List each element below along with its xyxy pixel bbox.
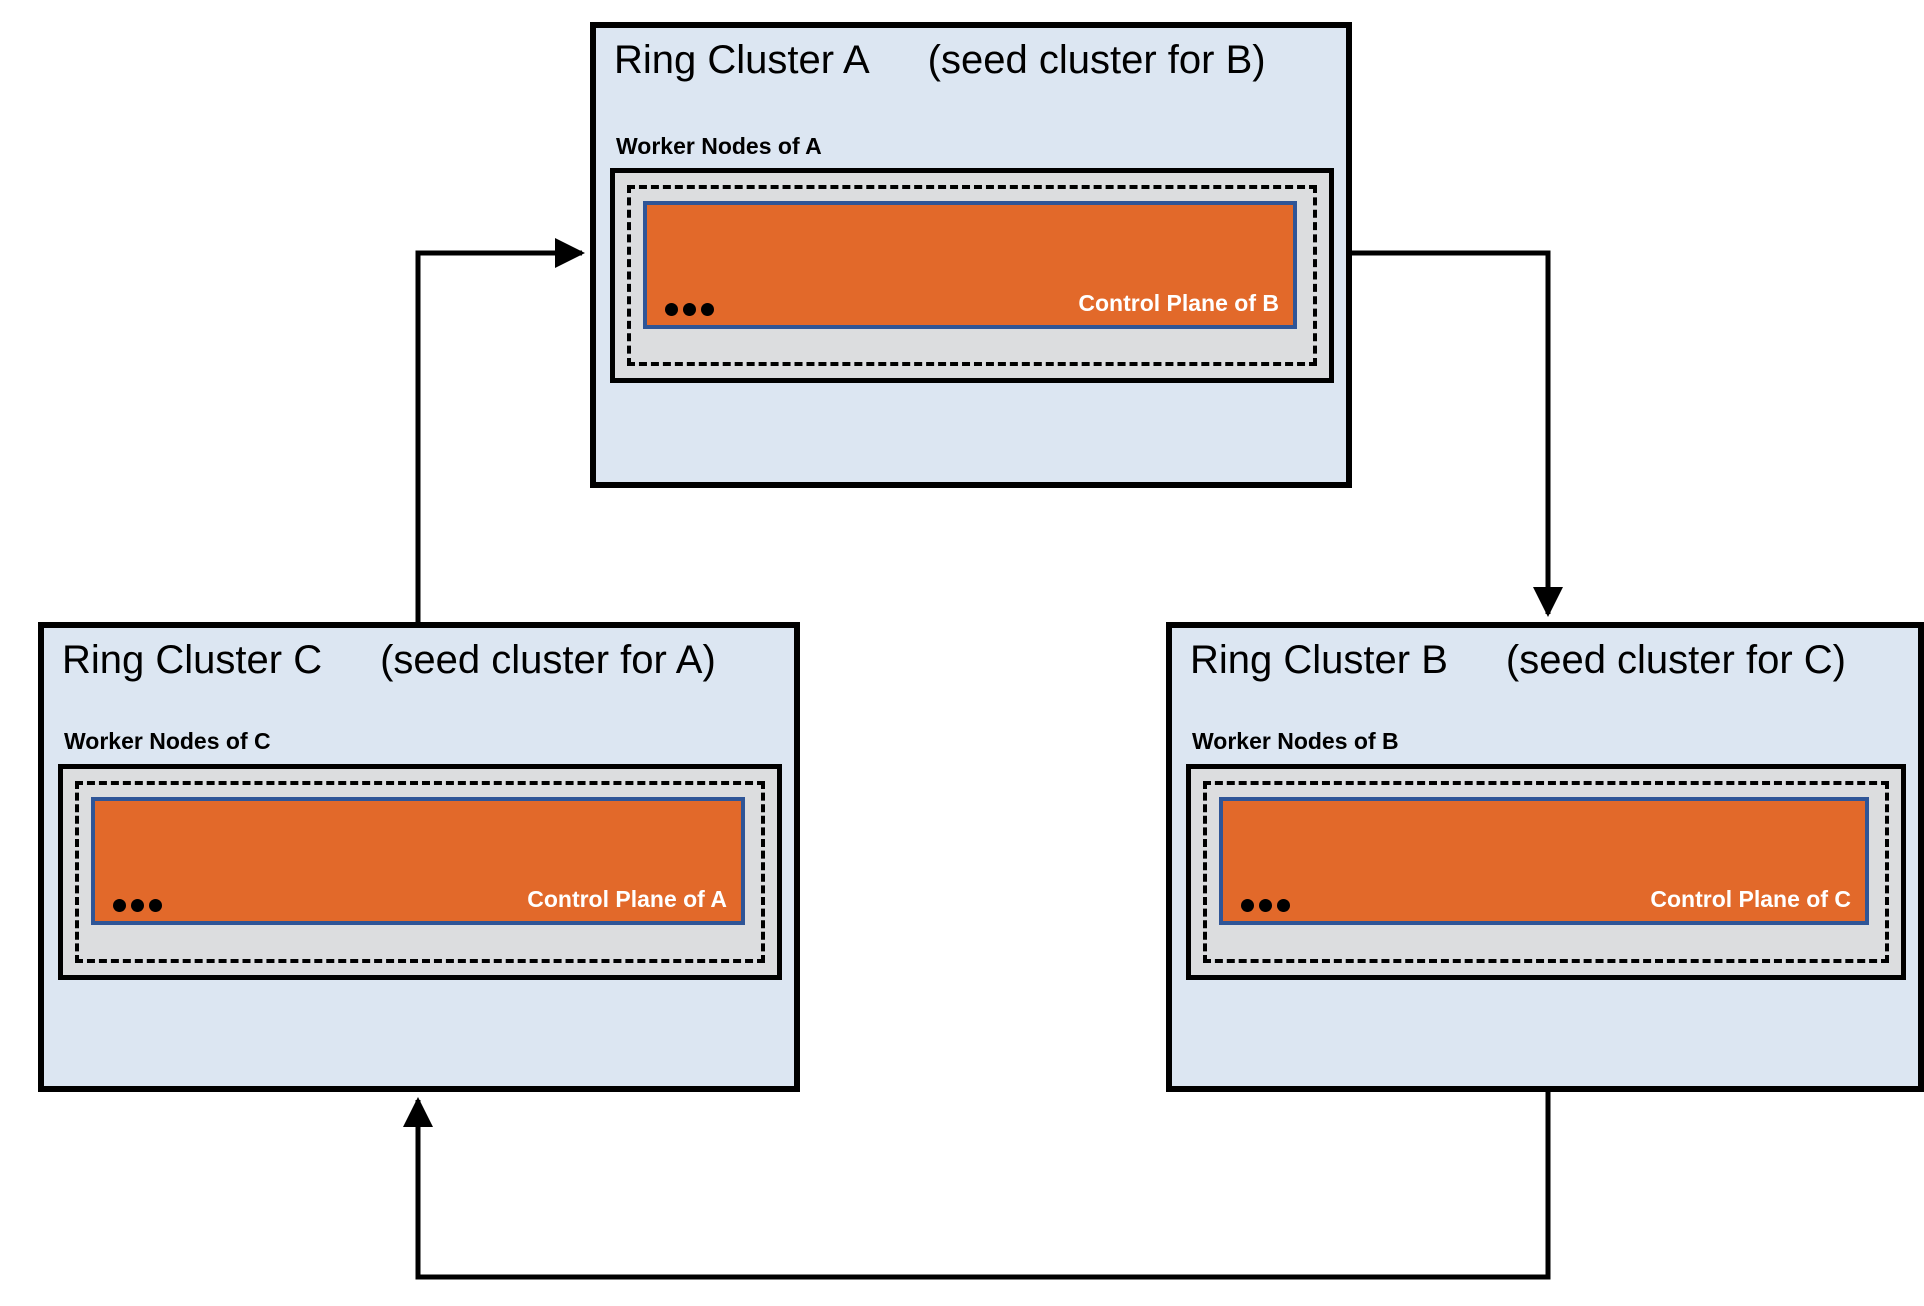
cluster-b-worker-label: Worker Nodes of B [1192, 728, 1399, 754]
cluster-c-worker-label: Worker Nodes of C [64, 728, 271, 754]
cluster-a-seed-note: (seed cluster for B) [927, 38, 1266, 82]
cluster-a-ellipsis-icon [665, 303, 714, 316]
ring-cluster-b: Ring Cluster B (seed cluster for C) Worke… [1166, 622, 1924, 1092]
arrow-c-to-a [415, 238, 585, 622]
cluster-c-control-plane-label: Control Plane of A [527, 886, 727, 912]
ring-cluster-c: Ring Cluster C (seed cluster for A) Worke… [38, 622, 800, 1092]
cluster-a-title: Ring Cluster A (seed cluster for B) [614, 38, 1266, 83]
cluster-a-dashed-boundary [627, 185, 1317, 366]
cluster-a-name: Ring Cluster A [614, 38, 870, 82]
cluster-b-worker-nodes-box: Control Plane of C [1186, 764, 1906, 980]
cluster-b-name: Ring Cluster B [1190, 638, 1448, 682]
cluster-c-worker-nodes-box: Control Plane of A [58, 764, 782, 980]
cluster-b-title: Ring Cluster B (seed cluster for C) [1190, 638, 1846, 683]
ring-cluster-a: Ring Cluster A (seed cluster for B) Worke… [590, 22, 1352, 488]
cluster-b-ellipsis-icon [1241, 899, 1290, 912]
cluster-c-name: Ring Cluster C [62, 638, 323, 682]
cluster-a-control-plane-label: Control Plane of B [1078, 290, 1279, 316]
cluster-c-seed-note: (seed cluster for A) [380, 638, 716, 682]
cluster-c-title: Ring Cluster C (seed cluster for A) [62, 638, 716, 683]
cluster-b-control-plane-box: Control Plane of C [1219, 797, 1869, 925]
cluster-c-dashed-boundary [75, 781, 765, 963]
cluster-c-control-plane-box: Control Plane of A [91, 797, 745, 925]
cluster-b-control-plane-label: Control Plane of C [1650, 886, 1851, 912]
cluster-a-control-plane-box: Control Plane of B [643, 201, 1297, 329]
arrow-a-to-b [1352, 250, 1563, 617]
cluster-a-worker-nodes-box: Control Plane of B [610, 168, 1334, 383]
cluster-a-worker-label: Worker Nodes of A [616, 133, 822, 159]
arrow-b-to-c [403, 1092, 1551, 1280]
cluster-c-ellipsis-icon [113, 899, 162, 912]
cluster-b-dashed-boundary [1203, 781, 1889, 963]
cluster-b-seed-note: (seed cluster for C) [1505, 638, 1846, 682]
